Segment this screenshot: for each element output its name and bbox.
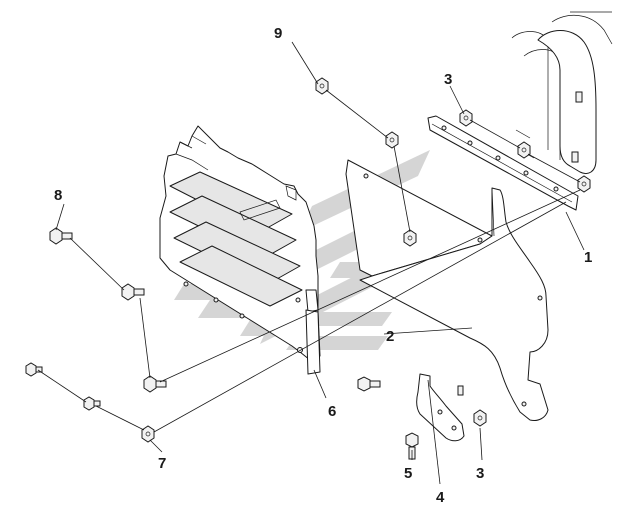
cab-body-outline [511, 11, 613, 174]
nut-icon [517, 141, 531, 159]
callout-4: 4 [436, 489, 445, 506]
cab-latch-icon [575, 91, 583, 103]
callout-2: 2 [386, 328, 394, 345]
bolt-icon [121, 283, 145, 301]
callout-labels: 9 3 8 1 2 6 7 5 3 4 [54, 25, 592, 506]
nut-icon [315, 77, 329, 95]
callout-6: 6 [328, 403, 336, 420]
callout-8: 8 [54, 187, 62, 204]
assembly-lines [37, 41, 585, 485]
bolt-icon [83, 396, 101, 411]
bolt-icon [357, 376, 381, 392]
bolt-icon [25, 362, 43, 377]
callout-3-top: 3 [444, 71, 452, 88]
mud-flap-part-2 [359, 187, 549, 421]
hardware [25, 77, 591, 460]
nut-icon [577, 175, 591, 193]
bolt-icon [143, 375, 167, 393]
bolt-icon [49, 227, 73, 245]
nut-icon [403, 229, 417, 247]
callout-9: 9 [274, 25, 282, 42]
nut-icon [459, 109, 473, 127]
bracket-strip-part-1 [427, 115, 579, 211]
nut-icon [385, 131, 399, 149]
ribbed-splash-guard [159, 125, 321, 361]
callout-7: 7 [158, 455, 166, 472]
callout-5: 5 [404, 465, 412, 482]
nut-icon [473, 409, 487, 427]
callout-1: 1 [584, 249, 592, 266]
callout-3-bottom: 3 [476, 465, 484, 482]
bolt-icon [141, 425, 155, 443]
small-bracket-part-6 [305, 289, 321, 375]
clip-icon [457, 385, 464, 396]
bracket-part-4 [416, 373, 465, 442]
